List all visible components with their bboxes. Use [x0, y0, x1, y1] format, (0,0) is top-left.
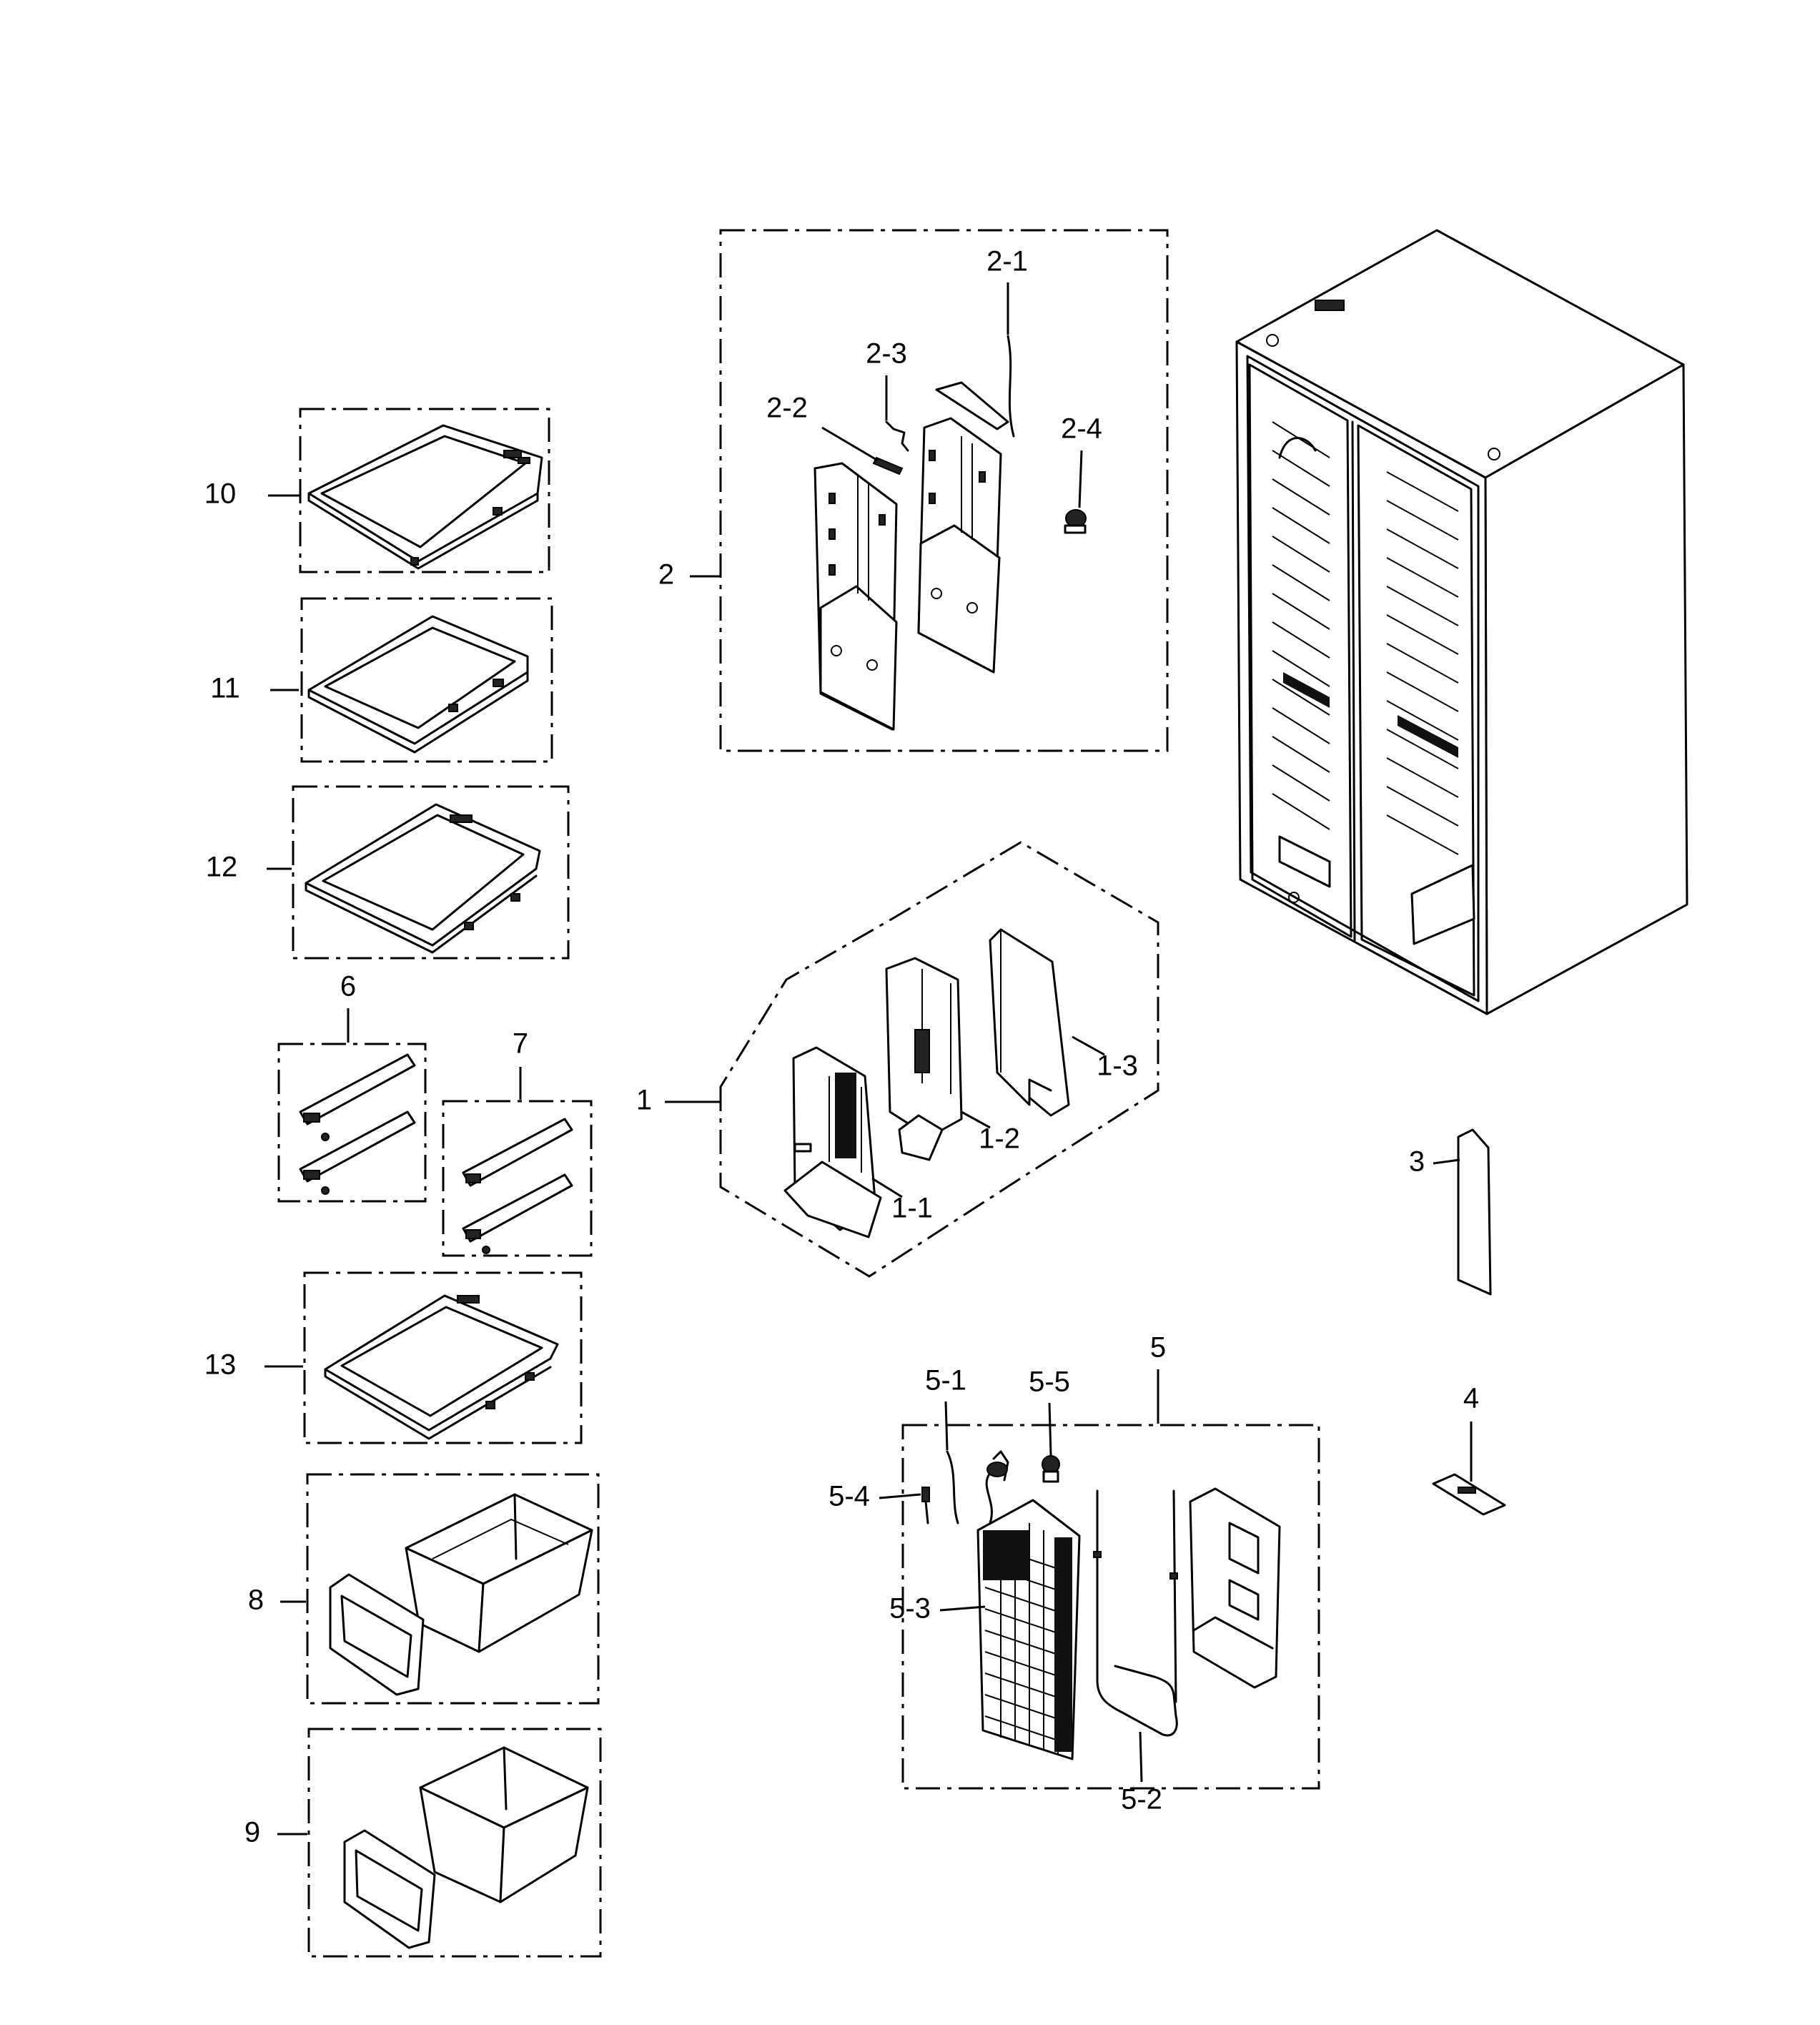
- leader-line: [944, 1401, 949, 1451]
- evaporator-cover-part: [783, 1046, 882, 1238]
- left-duct-cover-part: [813, 462, 898, 731]
- leader-line: [1078, 450, 1083, 508]
- callout-label: 5: [1150, 1332, 1166, 1364]
- callout-label: 3: [1409, 1146, 1425, 1178]
- part-frame: [719, 229, 1169, 752]
- sensor-cover-part: [935, 381, 1009, 430]
- callout-label: 12: [206, 852, 238, 883]
- bracket-part: [1432, 1473, 1506, 1516]
- side-cover-part: [1457, 1128, 1492, 1296]
- part-frame: [442, 1100, 593, 1257]
- callout-label: 5-1: [925, 1365, 966, 1396]
- part-frame: [292, 785, 570, 960]
- callout-label: 5-3: [889, 1593, 931, 1625]
- cabinet-part: [1235, 229, 1688, 1015]
- evaporator-cover-part: [1189, 1487, 1281, 1689]
- evaporator-part: [976, 1450, 1081, 1760]
- part-group-8: 8: [248, 1473, 600, 1705]
- part-group-2: 2 2-1 2-2 2-3 2-4: [658, 229, 1169, 752]
- fan-cover-part: [989, 928, 1070, 1117]
- callout-label: 2-3: [866, 338, 907, 370]
- callout-label: 5-2: [1121, 1784, 1162, 1815]
- callout-label: 13: [204, 1349, 237, 1381]
- part-frame: [300, 597, 553, 763]
- callout-label: 2-1: [986, 246, 1028, 277]
- leader-line: [821, 426, 879, 462]
- thermostat-part: [1042, 1455, 1060, 1483]
- callout-label: 1: [636, 1085, 652, 1116]
- callout-label: 10: [204, 478, 237, 510]
- part-frame: [719, 841, 1159, 1278]
- shelf-part: [307, 424, 543, 570]
- rail-part: [299, 1053, 416, 1195]
- part-group-11: 11: [210, 597, 553, 763]
- callout-label: 7: [513, 1028, 528, 1060]
- sensor-wire-part: [1007, 335, 1015, 438]
- part-group-9: 9: [244, 1728, 602, 1958]
- leader-line: [1048, 1402, 1052, 1456]
- callout-label: 4: [1463, 1383, 1479, 1414]
- right-duct-cover-part: [917, 417, 1002, 674]
- callout-label: 2-4: [1061, 413, 1102, 445]
- fan-duct-part: [885, 957, 963, 1161]
- part-group-13: 13: [204, 1271, 583, 1444]
- leader-line: [1139, 1731, 1143, 1783]
- callout-label: 2-2: [766, 393, 808, 424]
- leader-line: [1433, 1158, 1460, 1165]
- part-frame: [277, 1043, 427, 1203]
- callout-label: 1-1: [891, 1193, 933, 1224]
- connector-part: [885, 420, 909, 452]
- leader-line: [1072, 1035, 1105, 1056]
- part-group-5: 5 5-1 5-2 5-3 5-4 5-5: [829, 1332, 1320, 1815]
- rail-part: [462, 1118, 573, 1254]
- part-group-1: 1 1-1 1-2 1-3: [636, 841, 1159, 1278]
- shelf-part: [324, 1294, 559, 1440]
- leader-line: [939, 1605, 986, 1612]
- shelf-part: [307, 615, 529, 754]
- callout-label: 6: [340, 971, 356, 1002]
- part-frame: [303, 1271, 583, 1444]
- callout-label: 2: [658, 559, 674, 591]
- callout-label: 5-5: [1029, 1366, 1070, 1398]
- leader-line: [879, 1493, 921, 1499]
- callout-label: 1-2: [979, 1123, 1020, 1155]
- part-group-4: 4: [1432, 1383, 1506, 1516]
- part-frame: [306, 1473, 600, 1705]
- shelf-part: [305, 803, 541, 954]
- part-group-7: 7: [442, 1028, 593, 1257]
- leader-line: [961, 1110, 991, 1129]
- part-group-12: 12: [206, 785, 570, 960]
- heater-part: [1093, 1489, 1178, 1737]
- callout-label: 8: [248, 1585, 264, 1616]
- part-frame: [299, 408, 550, 573]
- callout-label: 5-4: [829, 1481, 870, 1512]
- callout-label: 9: [244, 1817, 260, 1848]
- sensor-part: [946, 1450, 959, 1524]
- part-frame: [307, 1728, 602, 1958]
- part-group-10: 10: [204, 408, 550, 573]
- drawer-part: [329, 1493, 593, 1696]
- part-group-6: 6: [277, 971, 427, 1203]
- part-group-3: 3: [1409, 1128, 1492, 1296]
- callout-label: 11: [210, 673, 240, 704]
- damper-part: [1064, 509, 1087, 534]
- clip-part: [872, 456, 904, 476]
- drawer-part: [343, 1746, 589, 1949]
- part-frame: [901, 1424, 1320, 1790]
- leader-line: [871, 1177, 903, 1198]
- fuse-part: [921, 1487, 930, 1524]
